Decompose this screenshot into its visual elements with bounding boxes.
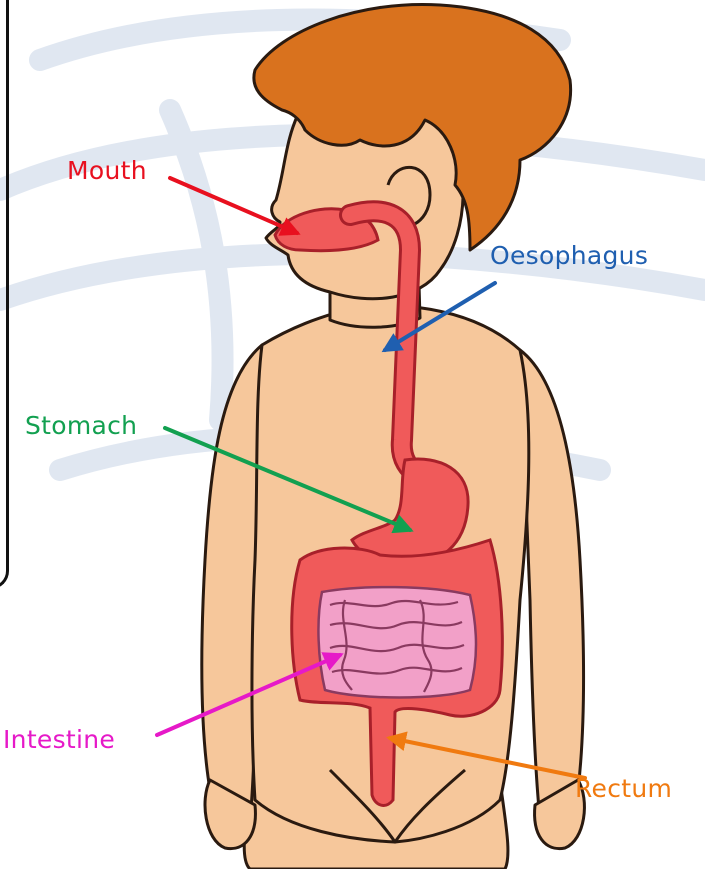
frame-border [0,0,9,589]
intestine-label: Intestine [3,727,115,752]
rectum-label: Rectum [575,776,672,801]
oesophagus-label: Oesophagus [490,243,648,268]
stomach-label: Stomach [25,413,137,438]
mouth-label: Mouth [67,158,147,183]
